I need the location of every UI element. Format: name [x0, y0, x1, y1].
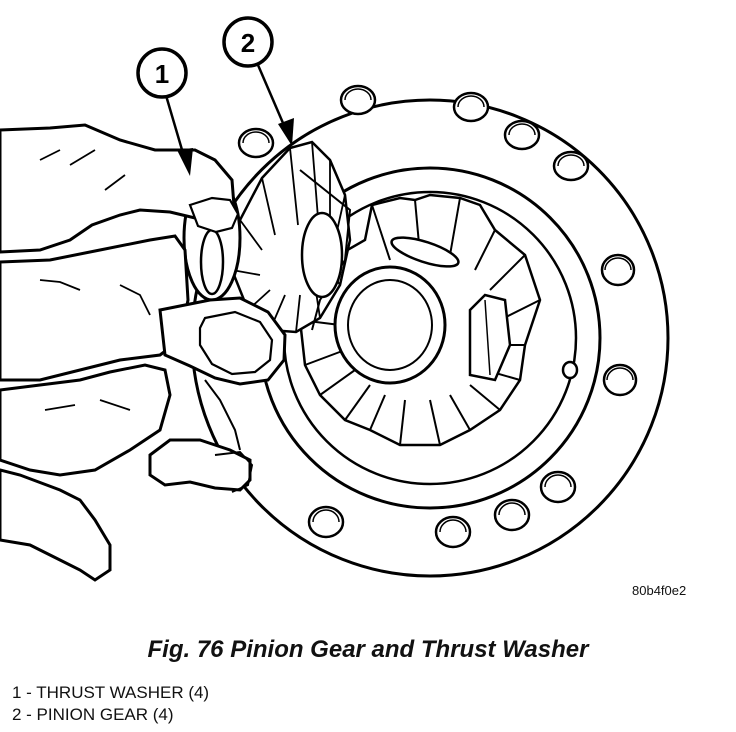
- bolt-hole: [452, 91, 490, 123]
- bolt-hole: [434, 515, 472, 549]
- bolt-hole: [339, 84, 377, 116]
- bolt-hole: [539, 470, 577, 504]
- callout-1: 1: [136, 47, 193, 176]
- figure-caption: Fig. 76 Pinion Gear and Thrust Washer: [147, 636, 589, 663]
- bolt-hole: [600, 253, 636, 287]
- callout-2-number: 2: [241, 28, 255, 58]
- bolt-hole: [307, 505, 345, 539]
- bolt-hole: [602, 363, 638, 397]
- callout-2: 2: [222, 16, 294, 146]
- illustration-svg: 1 2: [0, 16, 670, 582]
- image-code: 80b4f0e2: [632, 583, 687, 598]
- legend-item: 2 - PINION GEAR (4): [12, 705, 174, 724]
- bolt-hole: [561, 360, 579, 380]
- legend: 1 - THRUST WASHER (4) 2 - PINION GEAR (4…: [12, 682, 209, 726]
- bolt-hole: [552, 150, 590, 182]
- bolt-hole: [503, 119, 541, 151]
- hand: [0, 123, 287, 582]
- bolt-hole: [237, 127, 275, 159]
- side-gear: [298, 193, 542, 447]
- bolt-holes: [237, 84, 638, 549]
- callout-1-number: 1: [155, 59, 169, 89]
- pinion-gear: [230, 140, 352, 334]
- legend-item: 1 - THRUST WASHER (4): [12, 683, 210, 702]
- bolt-hole: [493, 498, 531, 532]
